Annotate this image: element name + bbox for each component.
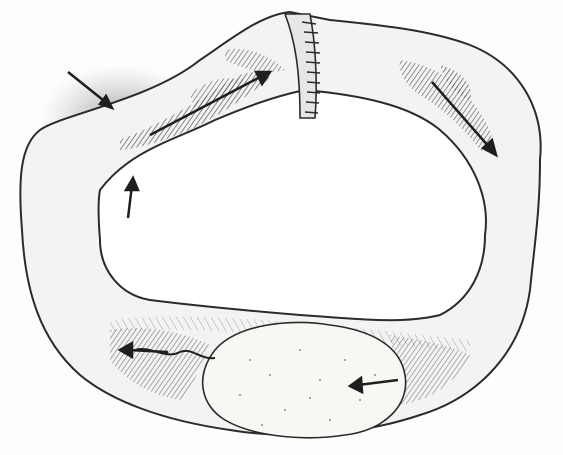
intraluminal-mass-icon <box>203 322 406 437</box>
